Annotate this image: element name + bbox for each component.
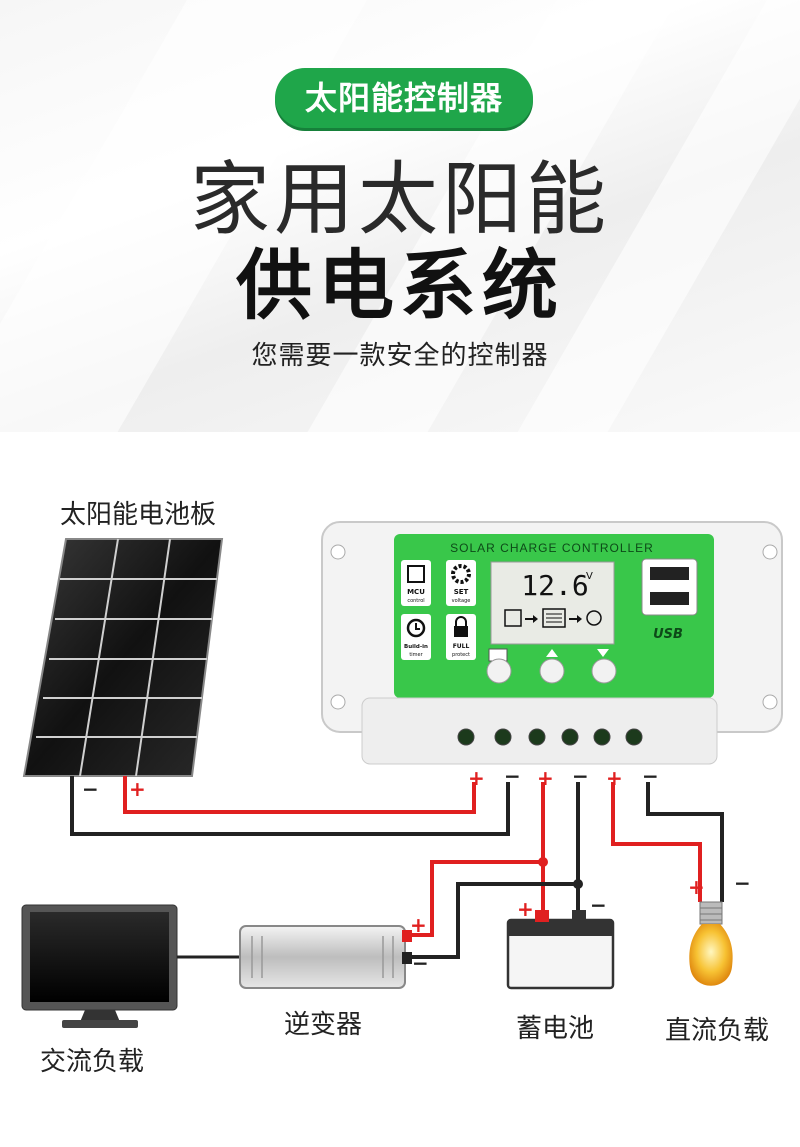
mcu-sublabel: control xyxy=(407,598,424,604)
up-arrow-icon xyxy=(546,649,558,657)
timer-label: Build-in xyxy=(404,644,428,650)
set-sublabel: voltage xyxy=(452,598,471,604)
lcd-display xyxy=(490,561,615,645)
set-label: SET xyxy=(454,588,469,596)
battery-plus-sign: + xyxy=(517,897,534,921)
chip-icon xyxy=(407,565,425,583)
inverter-device xyxy=(239,925,412,989)
wiring-diagram-svg: SOLAR CHARGE CONTROLLER MCU control SET … xyxy=(21,521,783,1028)
protect-label: FULL xyxy=(453,643,470,650)
mcu-label: MCU xyxy=(407,588,425,596)
down-arrow-icon xyxy=(597,649,609,657)
inverter-plus-sign: + xyxy=(410,913,427,937)
wiring-diagram: SOLAR CHARGE CONTROLLER MCU control SET … xyxy=(0,432,800,1143)
controller-brand-text: SOLAR CHARGE CONTROLLER xyxy=(450,541,654,555)
page-title-line2: 供电系统 xyxy=(236,241,564,330)
label-solar-panel: 太阳能电池板 xyxy=(60,500,217,530)
protect-sublabel: protect xyxy=(452,652,470,658)
terminal-load-plus: + xyxy=(606,766,623,790)
label-ac-load: 交流负载 xyxy=(40,1047,145,1077)
solar-panel xyxy=(22,538,224,777)
terminal-panel-minus: − xyxy=(504,764,521,788)
hero-banner: 太阳能控制器 家用太阳能 供电系统 您需要一款安全的控制器 xyxy=(0,0,800,432)
controller-button-menu[interactable] xyxy=(486,658,512,684)
panel-plus-sign: + xyxy=(129,777,146,801)
product-badge: 太阳能控制器 xyxy=(275,68,533,128)
timer-sublabel: timer xyxy=(409,652,423,658)
panel-minus-sign: − xyxy=(82,777,99,801)
label-battery: 蓄电池 xyxy=(516,1014,595,1044)
gear-icon xyxy=(451,564,471,584)
usb-port-1 xyxy=(650,567,689,580)
dc-load-wires xyxy=(611,782,724,902)
label-inverter: 逆变器 xyxy=(284,1010,363,1040)
label-dc-load: 直流负载 xyxy=(665,1016,770,1046)
controller-button-up[interactable] xyxy=(539,658,565,684)
panel-wires xyxy=(70,776,510,836)
lcd-status-icons xyxy=(504,608,602,628)
controller-button-down[interactable] xyxy=(591,658,617,684)
lcd-voltage-unit: V xyxy=(586,571,593,582)
terminal-battery-minus: − xyxy=(572,764,589,788)
usb-label: USB xyxy=(653,627,683,642)
lock-icon xyxy=(454,626,468,637)
inverter-wires xyxy=(410,857,583,959)
inverter-minus-sign: − xyxy=(412,951,429,975)
clock-icon xyxy=(406,618,426,638)
battery-wires xyxy=(541,782,580,912)
bulb-minus-sign: − xyxy=(734,871,751,895)
terminal-screws xyxy=(457,728,643,746)
lcd-voltage-value: 12.6 xyxy=(521,569,588,602)
page-subtitle: 您需要一款安全的控制器 xyxy=(251,341,549,371)
terminal-load-minus: − xyxy=(642,764,659,788)
battery-device xyxy=(506,910,615,990)
dc-load-bulb xyxy=(689,901,733,986)
usb-port-2 xyxy=(650,592,689,605)
page-title-line1: 家用太阳能 xyxy=(190,153,610,246)
ac-load-monitor xyxy=(21,904,240,1028)
solar-charge-controller: SOLAR CHARGE CONTROLLER MCU control SET … xyxy=(321,521,783,765)
terminal-signs: + − + − + − − + xyxy=(82,764,659,801)
battery-minus-sign: − xyxy=(590,893,607,917)
terminal-battery-plus: + xyxy=(537,766,554,790)
terminal-panel-plus: + xyxy=(468,766,485,790)
bulb-plus-sign: + xyxy=(688,875,705,899)
